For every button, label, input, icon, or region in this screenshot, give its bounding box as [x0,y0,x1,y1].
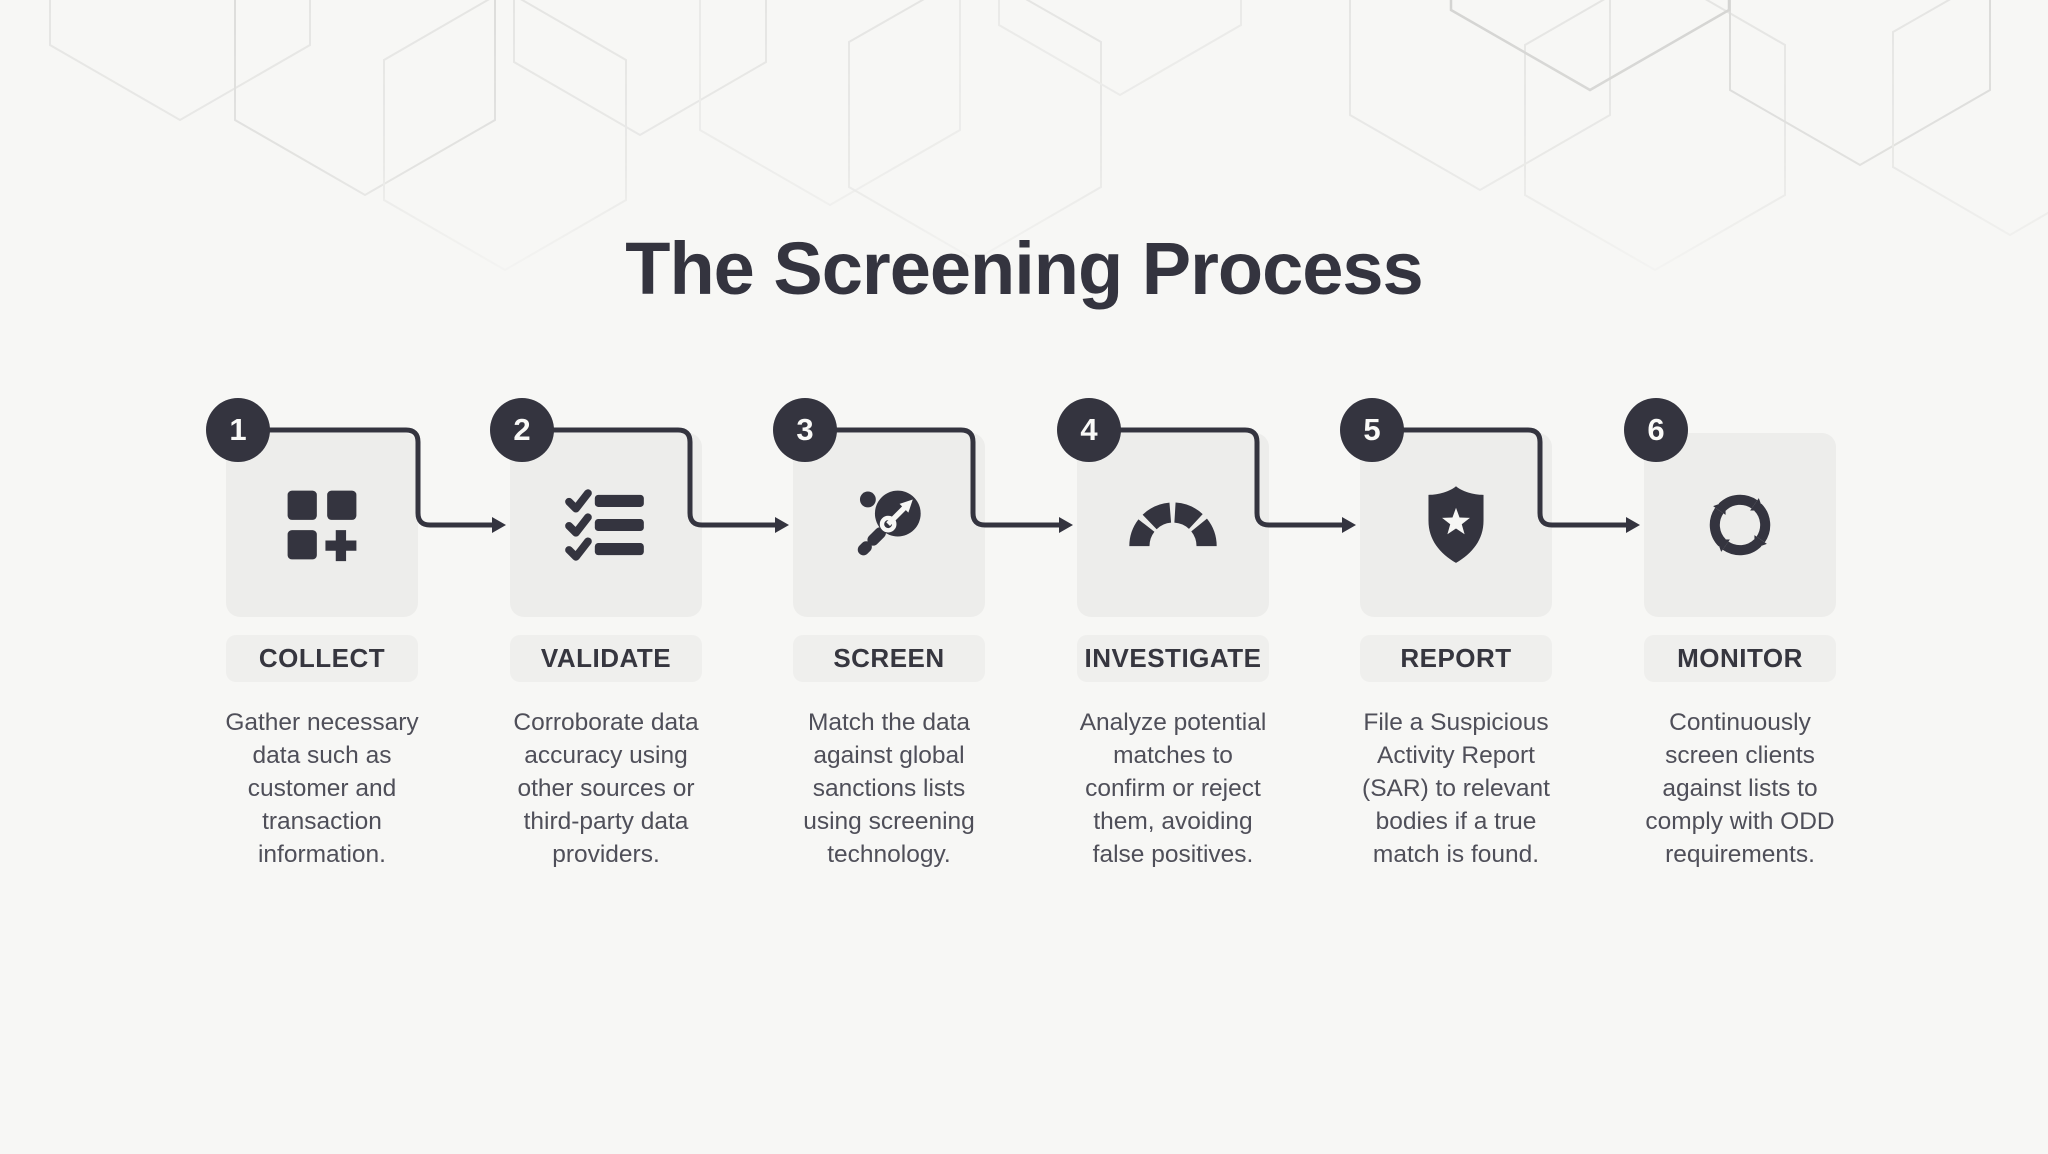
step-number-badge: 6 [1624,398,1688,462]
step-number-badge: 1 [206,398,270,462]
step-number-badge: 4 [1057,398,1121,462]
step-label: SCREEN [793,635,985,682]
cycle-arrows-icon [1709,494,1771,556]
step-description: File a Suspicious Activity Report (SAR) … [1362,709,1550,868]
arrowhead-icon [1626,517,1640,533]
investigate-icon-tile [1077,433,1269,617]
collect-icon-tile [226,433,418,617]
step-number-badge: 3 [773,398,837,462]
step-label: INVESTIGATE [1077,635,1269,682]
step-description: Match the data against global sanctions … [803,709,975,868]
step-label: MONITOR [1644,635,1836,682]
arrowhead-icon [775,517,789,533]
checklist-icon [565,489,644,561]
page-title: The Screening Process [625,227,1423,310]
magnifier-target-icon [857,490,921,556]
arrowhead-icon [1059,517,1073,533]
validate-icon-tile [510,433,702,617]
step-number: 4 [1080,412,1098,447]
hex-pattern-background [49,0,2048,272]
step-number-badge: 2 [490,398,554,462]
step-description: Corroborate data accuracy using other so… [513,709,699,868]
arrowhead-icon [1342,517,1356,533]
step-number: 3 [796,412,814,447]
step-number-badge: 5 [1340,398,1404,462]
monitor-icon-tile [1644,433,1836,617]
step-description: Analyze potential matches to confirm or … [1079,709,1267,868]
step-number: 5 [1363,412,1381,447]
step-label: REPORT [1360,635,1552,682]
step-number: 2 [513,412,531,447]
gauge-icon [1129,502,1217,547]
arrowhead-icon [492,517,506,533]
step-number: 1 [229,412,247,447]
screen-icon-tile [793,433,985,617]
shield-star-icon [1428,486,1484,563]
step-label: VALIDATE [510,635,702,682]
step-description: Gather necessary data such as customer a… [225,709,419,868]
step-label: COLLECT [226,635,418,682]
step-number: 6 [1647,412,1665,447]
step-description: Continuously screen clients against list… [1645,709,1835,868]
report-icon-tile [1360,433,1552,617]
grid-plus-icon [287,490,357,562]
